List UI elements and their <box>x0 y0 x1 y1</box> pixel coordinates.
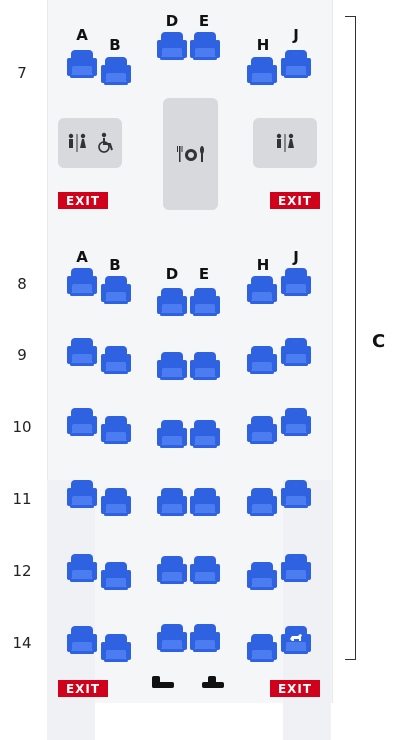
row-number-7: 7 <box>17 64 27 82</box>
bassinet-icon <box>202 676 224 688</box>
exit-sign: EXIT <box>270 192 320 209</box>
column-label-e: E <box>198 12 210 30</box>
seat-14b[interactable] <box>101 632 131 664</box>
column-label-h: H <box>256 256 270 274</box>
seat-9h[interactable] <box>247 344 277 376</box>
exit-sign: EXIT <box>58 680 108 697</box>
seat-9b[interactable] <box>101 344 131 376</box>
seat-7h[interactable] <box>247 55 277 87</box>
seat-14h[interactable] <box>247 632 277 664</box>
column-label-b: B <box>109 36 121 54</box>
column-label-a: A <box>76 248 88 266</box>
restroom-icon <box>68 133 86 152</box>
cabin-label: C <box>372 331 386 352</box>
seat-10j[interactable] <box>281 406 311 438</box>
seat-8b[interactable] <box>101 274 131 306</box>
row-number-8: 8 <box>17 275 27 293</box>
cabin-bracket <box>345 16 356 660</box>
seat-8a[interactable] <box>67 266 97 298</box>
seat-11a[interactable] <box>67 478 97 510</box>
row-number-10: 10 <box>12 418 32 436</box>
seat-9e[interactable] <box>190 350 220 382</box>
seat-12d[interactable] <box>157 554 187 586</box>
seat-11h[interactable] <box>247 486 277 518</box>
seat-7b[interactable] <box>101 55 131 87</box>
seat-10e[interactable] <box>190 418 220 450</box>
exit-sign: EXIT <box>270 680 320 697</box>
lavatory-right <box>253 118 317 168</box>
seat-11j[interactable] <box>281 478 311 510</box>
seat-11e[interactable] <box>190 486 220 518</box>
lavatory-left <box>58 118 122 168</box>
seat-14d[interactable] <box>157 622 187 654</box>
seat-14j[interactable] <box>281 624 311 656</box>
seat-8e[interactable] <box>190 286 220 318</box>
column-label-d: D <box>165 12 179 30</box>
row-number-9: 9 <box>17 346 27 364</box>
wheelchair-icon <box>98 132 113 153</box>
exit-sign: EXIT <box>58 192 108 209</box>
galley <box>163 98 218 210</box>
column-label-b: B <box>109 256 121 274</box>
seat-10b[interactable] <box>101 414 131 446</box>
seat-12b[interactable] <box>101 560 131 592</box>
left-wing-shade <box>47 480 95 740</box>
row-number-11: 11 <box>12 490 32 508</box>
column-label-h: H <box>256 36 270 54</box>
seat-12a[interactable] <box>67 552 97 584</box>
seat-10a[interactable] <box>67 406 97 438</box>
column-label-j: J <box>293 248 299 266</box>
seat-9j[interactable] <box>281 336 311 368</box>
seat-8h[interactable] <box>247 274 277 306</box>
column-label-a: A <box>76 26 88 44</box>
restroom-icon <box>276 133 294 152</box>
seat-11d[interactable] <box>157 486 187 518</box>
meal-icon <box>177 146 204 162</box>
seat-14e[interactable] <box>190 622 220 654</box>
seat-12e[interactable] <box>190 554 220 586</box>
seat-7e[interactable] <box>190 30 220 62</box>
row-number-14: 14 <box>12 634 32 652</box>
pet-icon <box>290 634 302 641</box>
seat-8j[interactable] <box>281 266 311 298</box>
seat-11b[interactable] <box>101 486 131 518</box>
column-label-j: J <box>293 26 299 44</box>
seat-7j[interactable] <box>281 48 311 80</box>
bassinet-icon <box>152 676 174 688</box>
column-label-e: E <box>198 265 210 283</box>
right-wing-shade <box>283 480 331 740</box>
seat-12h[interactable] <box>247 560 277 592</box>
seat-9a[interactable] <box>67 336 97 368</box>
seat-9d[interactable] <box>157 350 187 382</box>
seat-10d[interactable] <box>157 418 187 450</box>
column-label-d: D <box>165 265 179 283</box>
seat-14a[interactable] <box>67 624 97 656</box>
seat-12j[interactable] <box>281 552 311 584</box>
seat-7d[interactable] <box>157 30 187 62</box>
row-number-12: 12 <box>12 562 32 580</box>
seat-7a[interactable] <box>67 48 97 80</box>
seat-8d[interactable] <box>157 286 187 318</box>
seat-10h[interactable] <box>247 414 277 446</box>
